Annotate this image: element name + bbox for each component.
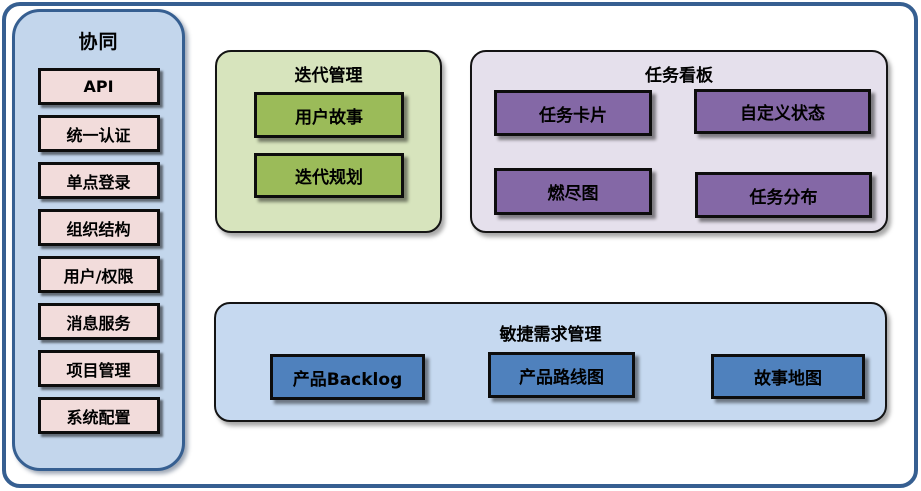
task-board-panel: 任务看板 任务卡片 自定义状态 燃尽图 任务分布 [470, 50, 888, 233]
box-user-story: 用户故事 [254, 92, 404, 138]
iteration-management-panel: 迭代管理 用户故事 迭代规划 [215, 50, 442, 233]
sidebar-item-project-management: 项目管理 [37, 350, 160, 387]
box-burndown-chart: 燃尽图 [494, 168, 652, 215]
collaboration-panel-title: 协同 [78, 31, 119, 53]
box-story-map: 故事地图 [711, 354, 865, 399]
box-task-distribution: 任务分布 [695, 172, 872, 218]
box-custom-status: 自定义状态 [694, 89, 871, 134]
agile-requirements-title: 敏捷需求管理 [499, 325, 602, 345]
collaboration-item-list: API 统一认证 单点登录 组织结构 用户/权限 消息服务 项目管理 系统配置 [15, 68, 182, 434]
iteration-management-title: 迭代管理 [294, 66, 363, 86]
box-product-backlog: 产品Backlog [270, 354, 425, 400]
sidebar-item-unified-auth: 统一认证 [37, 115, 160, 152]
task-board-title: 任务看板 [645, 66, 713, 86]
collaboration-panel: 协同 API 统一认证 单点登录 组织结构 用户/权限 消息服务 项目管理 系统… [12, 9, 185, 471]
agile-requirements-panel: 敏捷需求管理 产品Backlog 产品路线图 故事地图 [214, 302, 887, 422]
sidebar-item-single-sign-on: 单点登录 [37, 162, 160, 199]
sidebar-item-user-permissions: 用户/权限 [37, 256, 160, 293]
sidebar-item-org-structure: 组织结构 [37, 209, 160, 246]
box-product-roadmap: 产品路线图 [488, 352, 635, 398]
sidebar-item-message-service: 消息服务 [37, 303, 160, 340]
sidebar-item-system-config: 系统配置 [37, 397, 160, 434]
sidebar-item-api: API [37, 68, 160, 105]
box-iteration-planning: 迭代规划 [254, 153, 404, 198]
box-task-card: 任务卡片 [494, 90, 652, 136]
